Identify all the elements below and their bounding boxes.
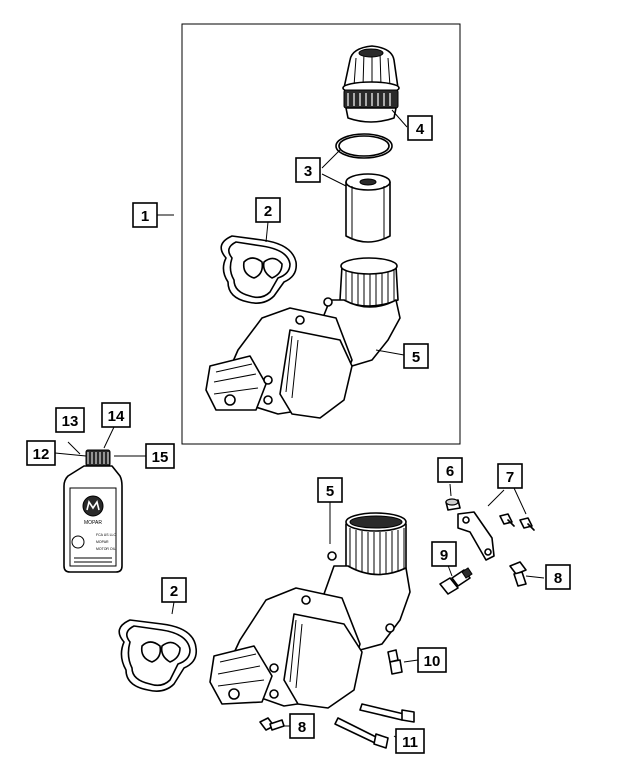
callout-5-upper-label: 5 — [412, 349, 420, 366]
callout-13-label: 13 — [62, 413, 79, 430]
fitting-part-10 — [387, 649, 403, 675]
filter-element-part-3 — [335, 133, 393, 243]
callout-10-label: 10 — [424, 653, 441, 670]
callout-8-right: 8 — [545, 564, 571, 590]
callout-10: 10 — [417, 647, 447, 673]
bolt-part-8-lower — [259, 717, 285, 731]
callout-11: 11 — [395, 728, 425, 754]
oil-bottle-part-13: MOPAR FCA US LLC MOPAR MOTOR OIL — [63, 449, 123, 573]
callout-1-label: 1 — [141, 208, 149, 225]
callout-5-lower: 5 — [317, 477, 343, 503]
long-bolts-part-11 — [334, 703, 415, 749]
callout-2-upper: 2 — [255, 197, 281, 223]
callout-5-lower-label: 5 — [326, 483, 334, 500]
leader-lines — [54, 109, 545, 741]
gasket-part-2-lower — [118, 619, 198, 692]
callout-4: 4 — [407, 115, 433, 141]
bottle-product-line1: MOPAR — [96, 540, 109, 544]
callout-9: 9 — [431, 541, 457, 567]
assembly-group-box — [181, 23, 461, 445]
callout-3-label: 3 — [304, 163, 312, 180]
callout-15: 15 — [145, 443, 175, 469]
callout-7: 7 — [497, 463, 523, 489]
callout-2-lower-label: 2 — [170, 583, 178, 600]
callout-8-lower: 8 — [289, 713, 315, 739]
callout-3: 3 — [295, 157, 321, 183]
bolts-part-7 — [499, 513, 535, 531]
filter-housing-part-5-upper — [205, 257, 401, 419]
bracket-part-7 — [457, 511, 495, 561]
filter-housing-part-5-lower — [209, 512, 411, 709]
callout-15-label: 15 — [152, 449, 169, 466]
callout-12-label: 12 — [33, 446, 50, 463]
gasket-part-2-upper — [220, 235, 298, 304]
callout-8-lower-label: 8 — [298, 719, 306, 736]
callout-5-upper: 5 — [403, 343, 429, 369]
plug-part-6 — [445, 498, 461, 511]
callout-9-label: 9 — [440, 547, 448, 564]
callout-4-label: 4 — [416, 121, 425, 138]
callout-14-label: 14 — [108, 408, 125, 425]
bolt-part-8-right — [509, 561, 527, 587]
callout-7-label: 7 — [506, 469, 514, 486]
callout-12: 12 — [26, 440, 56, 466]
sensor-part-9 — [439, 567, 473, 595]
bottle-product-line2: MOTOR OIL — [96, 547, 116, 551]
callout-6-label: 6 — [446, 463, 454, 480]
bottle-maker-text: FCA US LLC — [96, 533, 117, 537]
callout-13: 13 — [55, 407, 85, 433]
callout-1: 1 — [132, 202, 158, 228]
callout-14: 14 — [101, 402, 131, 428]
callout-11-label: 11 — [402, 734, 418, 751]
callout-2-upper-label: 2 — [264, 203, 272, 220]
callout-8-right-label: 8 — [554, 570, 562, 587]
filter-cap-part-4 — [342, 45, 400, 123]
callout-2-lower: 2 — [161, 577, 187, 603]
callout-6: 6 — [437, 457, 463, 483]
bottle-brand-text: MOPAR — [84, 520, 102, 526]
